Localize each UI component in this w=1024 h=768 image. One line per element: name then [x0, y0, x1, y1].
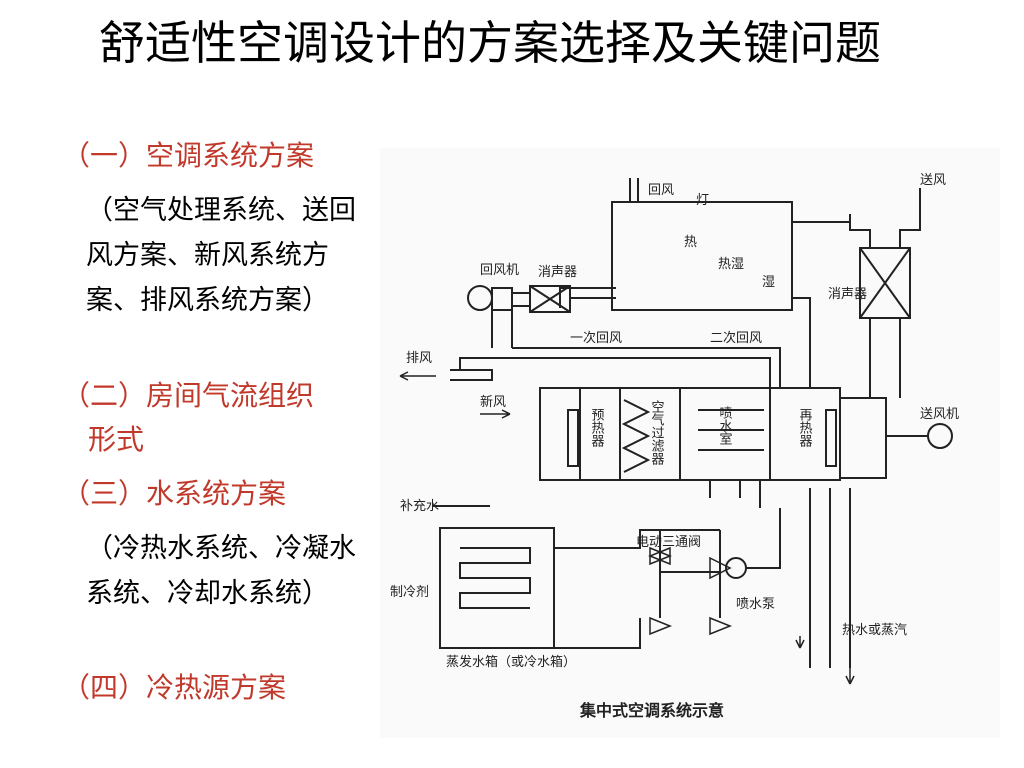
label-spray-pump: 喷水泵: [736, 597, 775, 612]
return-silencer: [529, 285, 571, 313]
section-1-detail: （空气处理系统、送回风方案、新风系统方案、排风系统方案）: [86, 195, 356, 316]
label-fresh-air: 新风: [480, 394, 506, 410]
refrigerant-coil: [459, 547, 531, 609]
section-3-detail: （冷热水系统、冷凝水系统、冷却水系统）: [86, 533, 356, 609]
preheater-coil: [567, 409, 579, 467]
diagram-background: [380, 148, 1000, 738]
label-makeup-water: 补充水: [400, 498, 439, 514]
label-hot-water-steam: 热水或蒸汽: [842, 623, 907, 638]
section-4-label: （四）冷热源方案: [62, 671, 287, 704]
central-ac-system-diagram: 回风 灯 热 热湿 湿 送风 回风机 消声器 消声器 排风 一次回风 二次回风 …: [380, 148, 1000, 738]
slide-title: 舒适性空调设计的方案选择及关键问题: [99, 16, 881, 70]
label-humidity: 湿: [762, 275, 775, 290]
label-air-filter: 空气过滤器: [649, 400, 665, 466]
label-lamp: 灯: [696, 193, 709, 208]
air-filter-media: [621, 399, 651, 473]
label-silencer-return: 消声器: [538, 265, 577, 280]
label-refrigerant: 制冷剂: [390, 585, 429, 600]
label-evaporator-tank: 蒸发水箱（或冷水箱）: [446, 654, 576, 670]
label-heat-humidity: 热湿: [718, 257, 744, 272]
label-return-air: 回风: [648, 183, 674, 198]
label-exhaust: 排风: [406, 351, 432, 366]
diagram-caption: 集中式空调系统示意: [579, 701, 724, 720]
label-secondary-return: 二次回风: [710, 330, 762, 346]
section-2-label-cont: 形式: [88, 423, 145, 456]
label-heat: 热: [684, 235, 697, 250]
label-three-way-valve: 电动三通阀: [636, 535, 701, 550]
label-spray-chamber: 喷水室: [717, 406, 733, 445]
three-way-valve-symbol: [647, 546, 673, 566]
label-primary-return: 一次回风: [570, 330, 622, 346]
label-supply-fan: 送风机: [920, 407, 959, 422]
section-3-label: （三）水系统方案: [62, 477, 287, 510]
label-supply-air: 送风: [920, 173, 946, 188]
reheater-coil: [825, 409, 837, 467]
label-reheater: 再热器: [797, 408, 813, 448]
label-preheater: 预热器: [589, 408, 605, 448]
supply-silencer: [859, 247, 911, 319]
air-conditioned-room: [611, 201, 793, 311]
section-1-label: （一）空调系统方案: [62, 139, 315, 172]
supply-fan-housing: [839, 397, 887, 479]
section-2-label: （二）房间气流组织: [62, 379, 315, 412]
label-silencer-supply: 消声器: [828, 287, 867, 302]
label-return-fan: 回风机: [480, 263, 519, 278]
